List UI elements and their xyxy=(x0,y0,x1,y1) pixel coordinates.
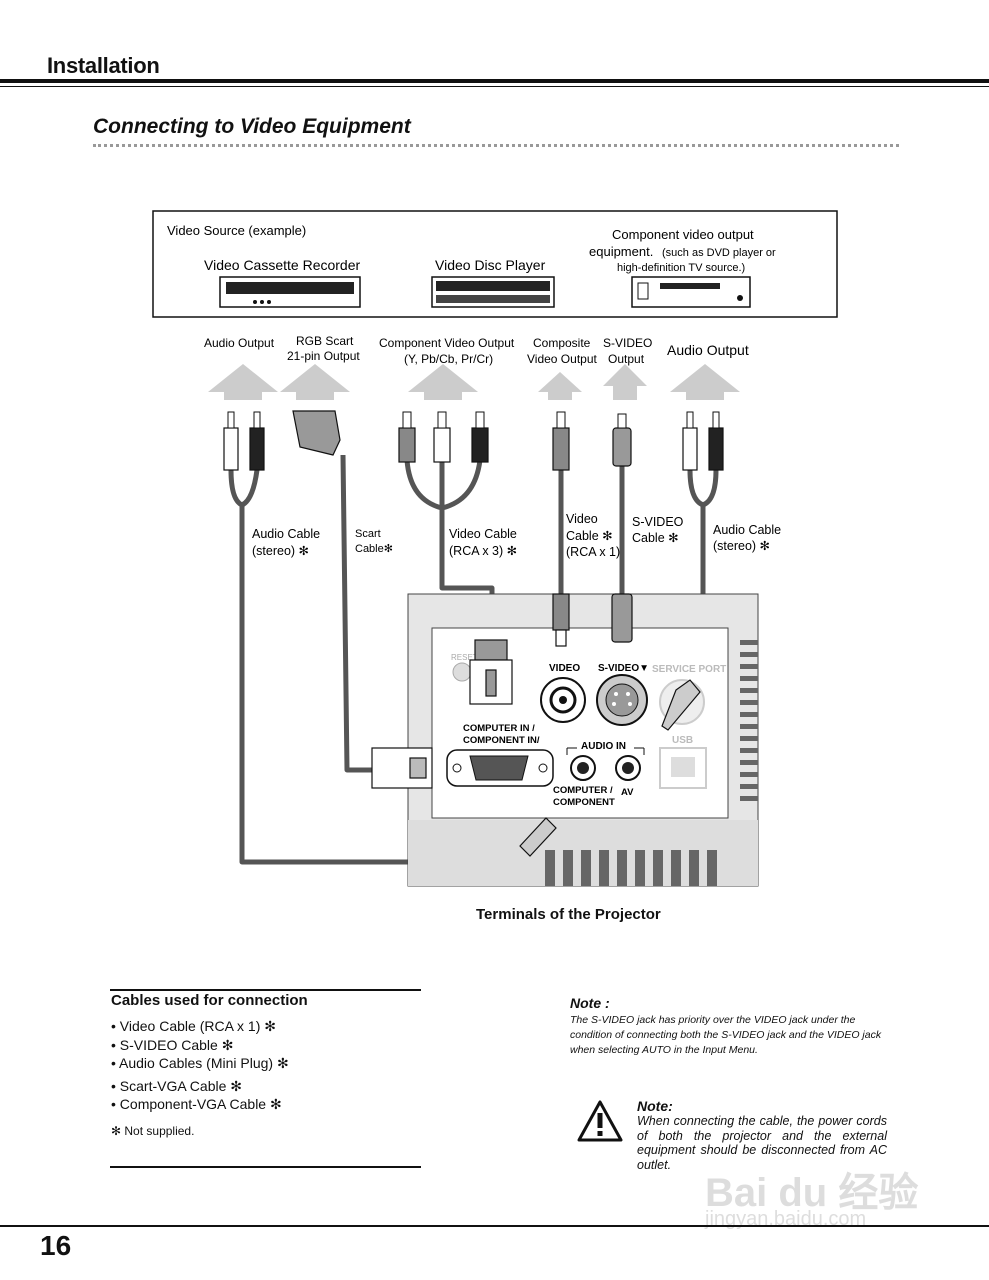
list-item: • Scart-VGA Cable ✻ xyxy=(111,1077,243,1094)
section-title: Connecting to Video Equipment xyxy=(93,115,411,138)
svideo-cable-1: S-VIDEO xyxy=(632,515,684,529)
audio-output-right-label: Audio Output xyxy=(667,342,749,358)
cables-used-list: • Video Cable (RCA x 1) ✻ • S-VIDEO Cabl… xyxy=(111,1017,289,1114)
component-eq-line2-small: (such as DVD player or xyxy=(662,247,776,259)
cables-used-title: Cables used for connection xyxy=(111,992,308,1009)
watermark-logo: Bai du 经验 xyxy=(705,1171,919,1215)
audio-in-label: AUDIO IN xyxy=(581,741,626,752)
audio-cable-right-2: (stereo) ✻ xyxy=(713,539,770,553)
video-cable1-3: (RCA x 1) xyxy=(566,545,620,559)
component-eq-line1: Component video output xyxy=(612,227,754,242)
header-rule-thin xyxy=(0,86,989,87)
component-output-label-2: (Y, Pb/Cb, Pr/Cr) xyxy=(404,352,493,366)
scart-cable-2: Cable✻ xyxy=(355,543,393,555)
diagram-caption: Terminals of the Projector xyxy=(476,906,661,923)
video-jack-label: VIDEO xyxy=(549,663,580,674)
list-item: • Component-VGA Cable ✻ xyxy=(111,1096,282,1112)
computer-component-label-1: COMPUTER / xyxy=(553,785,613,796)
composite-output-label-1: Composite xyxy=(533,336,591,350)
svideo-output-label-1: S-VIDEO xyxy=(603,336,652,350)
scart-cable-1: Scart xyxy=(355,528,381,540)
list-item: • Audio Cables (Mini Plug) ✻ xyxy=(111,1055,289,1071)
video-cable1-1: Video xyxy=(566,512,598,526)
computer-in-label-2: COMPONENT IN/ xyxy=(463,735,540,746)
audio-cable-left-2: (stereo) ✻ xyxy=(252,544,309,558)
svideo-cable-2: Cable ✻ xyxy=(632,531,679,545)
service-port-label: SERVICE PORT xyxy=(652,664,726,675)
header-rule xyxy=(0,79,989,83)
usb-label: USB xyxy=(672,735,693,746)
note1-body: The S-VIDEO jack has priority over the V… xyxy=(570,1014,882,1056)
note1-title: Note : xyxy=(570,995,610,1011)
computer-in-label-1: COMPUTER IN / xyxy=(463,723,535,734)
panel-plugs xyxy=(371,593,701,857)
computer-component-label-2: COMPONENT xyxy=(553,797,615,808)
rgb-scart-label-1: RGB Scart xyxy=(296,334,354,348)
note2-title: Note: xyxy=(637,1098,673,1114)
video-cable1-2: Cable ✻ xyxy=(566,529,613,543)
rca-plugs xyxy=(223,410,724,471)
component-eq-line3: high-definition TV source.) xyxy=(617,262,745,274)
av-label: AV xyxy=(621,787,634,798)
list-item: • S-VIDEO Cable ✻ xyxy=(111,1036,234,1053)
video-cable3-1: Video Cable xyxy=(449,527,517,541)
component-device xyxy=(631,276,751,308)
rgb-scart-label-2: 21-pin Output xyxy=(287,349,360,363)
video-cable3-2: (RCA x 3) ✻ xyxy=(449,544,517,558)
composite-output-label-2: Video Output xyxy=(527,352,597,366)
watermark-url: jingyan.baidu.com xyxy=(705,1208,867,1230)
svideo-output-label-2: Output xyxy=(608,352,645,366)
warning-icon xyxy=(577,1100,623,1142)
reset-label: RESET xyxy=(451,653,478,662)
output-arrows xyxy=(208,364,740,400)
page-number: 16 xyxy=(40,1230,72,1261)
section-divider xyxy=(93,144,899,147)
footer-rule xyxy=(0,1225,989,1227)
list-item: • Video Cable (RCA x 1) ✻ xyxy=(111,1018,276,1034)
not-supplied-note: ✻ Not supplied. xyxy=(111,1124,195,1138)
cables-rule-top xyxy=(110,989,421,991)
audio-output-left-label: Audio Output xyxy=(204,336,275,350)
component-output-label-1: Component Video Output xyxy=(379,336,515,350)
video-source-title: Video Source (example) xyxy=(167,223,306,238)
disc-player-label: Video Disc Player xyxy=(435,257,546,273)
header-title: Installation xyxy=(47,53,160,78)
note2-body: When connecting the cable, the power cor… xyxy=(637,1114,887,1172)
projector-panel: RESET VIDEO S-VIDEO▼ SERVICE PORT USB CO… xyxy=(407,593,759,887)
svideo-jack-label: S-VIDEO▼ xyxy=(598,663,649,674)
audio-cable-left-1: Audio Cable xyxy=(252,527,320,541)
disc-player-device xyxy=(431,276,555,308)
connection-diagram: Video Source (example) Video Cassette Re… xyxy=(152,210,838,887)
vcr-device xyxy=(219,276,361,308)
audio-cable-right-1: Audio Cable xyxy=(713,523,781,537)
vcr-label: Video Cassette Recorder xyxy=(204,257,360,273)
component-eq-line2: equipment. xyxy=(589,244,653,259)
cables-rule-bottom xyxy=(110,1166,421,1168)
